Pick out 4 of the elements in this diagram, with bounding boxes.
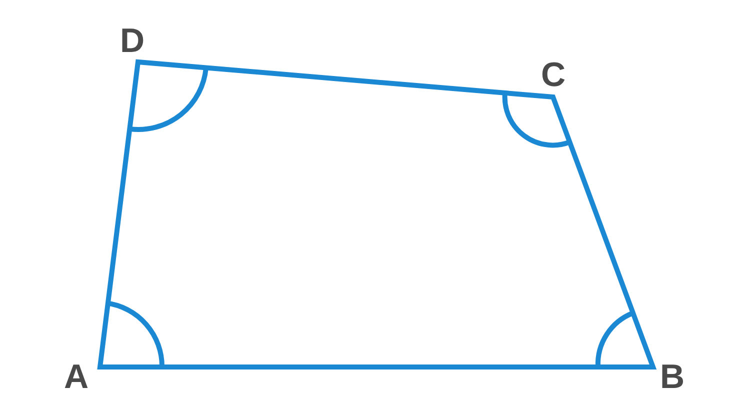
- vertex-label: D: [120, 24, 145, 58]
- vertex-label: A: [64, 360, 89, 394]
- vertex-label: B: [660, 360, 685, 394]
- vertex-label: C: [541, 58, 566, 92]
